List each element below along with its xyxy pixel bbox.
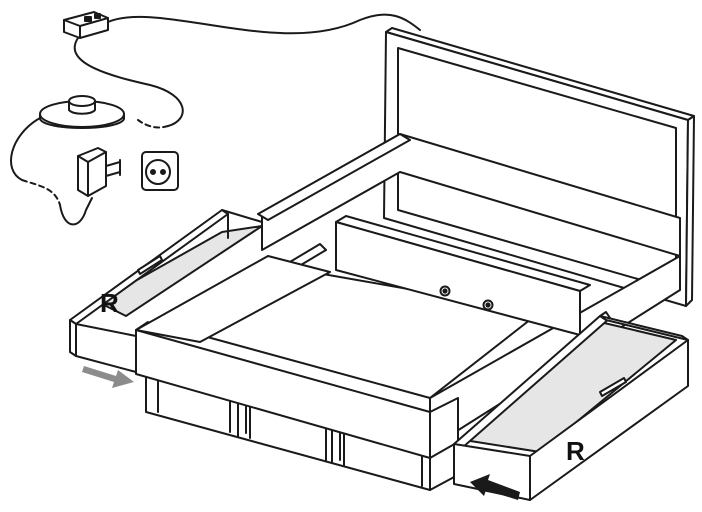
arrow-left — [82, 366, 134, 388]
drawer-right — [453, 311, 689, 501]
cable-to-adapter — [59, 197, 93, 226]
push-arrow-icon — [82, 366, 520, 500]
cable-to-switch — [74, 37, 184, 127]
drawer-left-handle — [137, 255, 163, 275]
drawer-left-bottom — [97, 225, 263, 317]
drawer-left-label: R — [100, 288, 119, 318]
wall-socket-icon — [141, 151, 179, 191]
foot-switch-icon — [39, 95, 125, 129]
led-cable-assembly — [10, 11, 421, 226]
usb-connector-icon — [63, 11, 109, 39]
cable-dashed-a — [137, 119, 169, 129]
arrow-right — [470, 474, 520, 500]
foot-board — [135, 255, 459, 459]
drawer-right-label: R — [566, 436, 585, 466]
inner-slat-top — [257, 133, 411, 221]
cable-upper — [107, 13, 421, 35]
cable-dashed-b — [21, 179, 61, 206]
headboard — [383, 27, 695, 307]
power-adapter-icon — [77, 147, 121, 197]
drawer-left — [69, 209, 263, 373]
cable-switch-left — [10, 117, 41, 181]
drawer-right-handle — [599, 377, 627, 397]
